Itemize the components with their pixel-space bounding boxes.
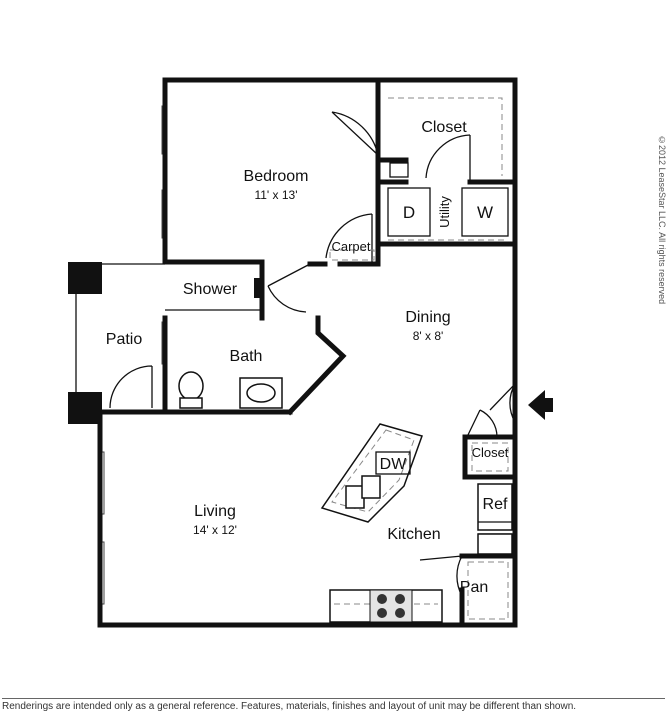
patio-door xyxy=(109,365,153,409)
exterior-wall xyxy=(97,77,518,628)
toilet-tank xyxy=(179,397,203,409)
sink-basin-2 xyxy=(361,475,381,499)
pantry-label: Pan xyxy=(460,579,488,596)
carpet-label: Carpet xyxy=(331,239,370,254)
sink-icon xyxy=(246,383,276,403)
toilet-bowl-icon xyxy=(178,371,204,401)
entry-closet-shelf xyxy=(471,442,509,472)
bedroom-entry-door xyxy=(331,111,379,156)
copyright-notice: ©2012 LeaseStar LLC. All rights reserved xyxy=(657,134,667,304)
dining-dims: 8' x 8' xyxy=(413,329,444,343)
dryer-label: D xyxy=(403,203,415,222)
burner-1-icon xyxy=(377,594,387,604)
island-dash-outline xyxy=(331,429,415,513)
burner-3-icon xyxy=(377,608,387,618)
entry-closet-door xyxy=(466,409,498,438)
utility-label: Utility xyxy=(437,196,452,228)
burner-4-icon xyxy=(395,608,405,618)
ref-label: Ref xyxy=(483,496,508,513)
entry-closet-label: Closet xyxy=(472,445,509,460)
labels: Bedroom 11' x 13' Closet D W Utility Car… xyxy=(106,119,509,596)
pantry-shelf xyxy=(467,561,509,620)
closet-door xyxy=(425,134,471,182)
carpet-door xyxy=(325,213,373,264)
bath-fixtures xyxy=(178,278,283,409)
dryer-box xyxy=(387,187,431,237)
front-door xyxy=(489,383,516,423)
patio-column-bottom xyxy=(68,392,102,424)
dishwasher-box xyxy=(375,451,411,475)
closet-shelf-line xyxy=(388,97,503,176)
shelving xyxy=(329,97,509,620)
small-counter-bedroom xyxy=(389,162,409,178)
kitchen-label: Kitchen xyxy=(387,526,440,543)
walls xyxy=(68,77,518,628)
burner-2-icon xyxy=(395,594,405,604)
living-label: Living xyxy=(194,503,236,520)
carpet-closet-area xyxy=(329,249,375,261)
washer-label: W xyxy=(477,203,493,222)
washer-box xyxy=(461,187,509,237)
shower-label: Shower xyxy=(183,281,238,298)
range xyxy=(369,589,413,623)
dining-label: Dining xyxy=(405,309,450,326)
kitchen-fixtures xyxy=(320,423,513,623)
bath-label: Bath xyxy=(230,348,263,365)
patio-column-top xyxy=(68,262,102,294)
pantry-door xyxy=(419,555,463,597)
entry-arrow-icon xyxy=(528,390,553,420)
closet-label: Closet xyxy=(421,119,467,136)
bedroom-label: Bedroom xyxy=(244,168,309,185)
doors xyxy=(109,111,553,597)
disclaimer-text: Renderings are intended only as a genera… xyxy=(2,698,665,715)
living-dims: 14' x 12' xyxy=(193,523,237,537)
shower-head-icon xyxy=(254,278,260,298)
windows xyxy=(98,105,168,605)
bath-angled-wall xyxy=(286,315,347,416)
bath-door xyxy=(267,263,311,313)
patio-label: Patio xyxy=(106,331,143,348)
bedroom-dims: 11' x 13' xyxy=(254,188,297,202)
kitchen-side-counter xyxy=(477,533,513,555)
dw-label: DW xyxy=(380,456,408,473)
